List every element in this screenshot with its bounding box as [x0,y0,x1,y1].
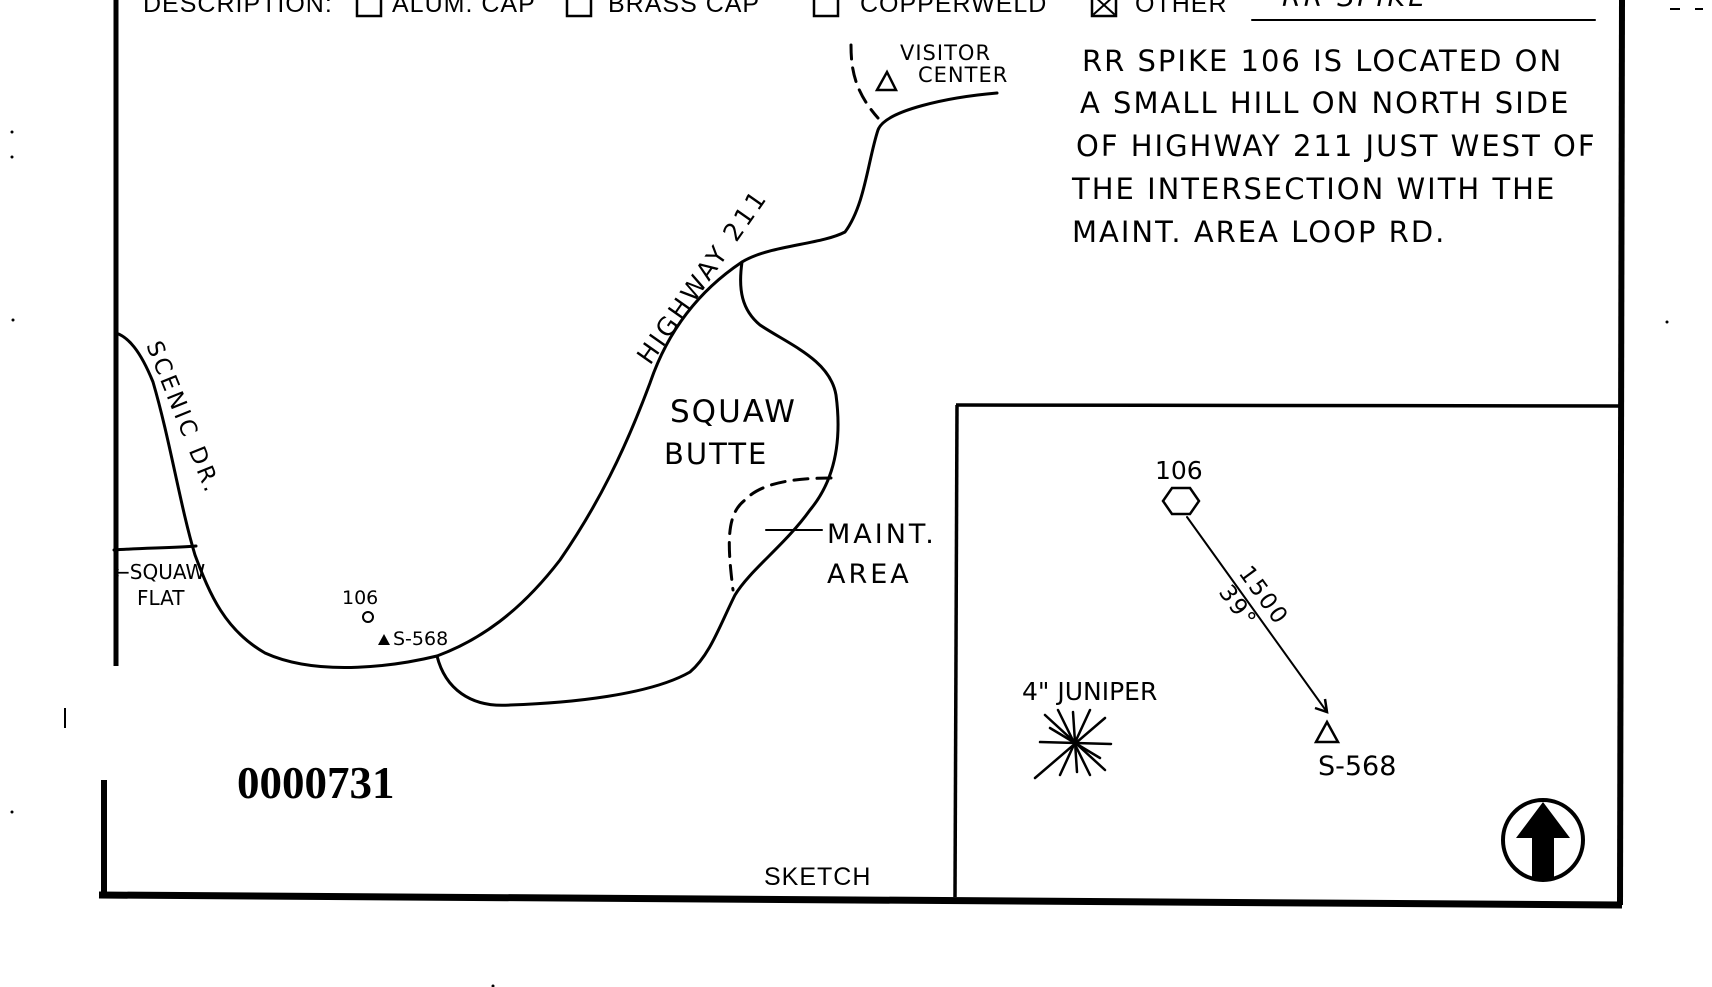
visitor-center-label-1: VISITOR [900,41,991,65]
checkbox-brass-cap[interactable] [565,0,593,18]
road-network [112,43,999,707]
inset-point-s568-marker [1313,719,1341,744]
squaw-butte-label-2: BUTTE [664,437,768,471]
sketch-label: SKETCH [764,863,871,891]
option-brass-cap-label: BRASS CAP [608,0,760,18]
scan-artifacts [10,8,1703,987]
maint-area-loop-road [435,260,840,707]
note-line-5: MAINT. AREA LOOP RD. [1072,215,1446,249]
maint-area-dashed-road [727,476,833,592]
squaw-flat-road [112,544,198,552]
inset-point-s568-label: S-568 [1318,751,1396,782]
map-point-s568-marker [378,634,390,645]
maint-area-label-2: AREA [827,559,912,590]
checkbox-copperweld[interactable] [812,0,840,18]
north-arrow-icon [1501,798,1585,882]
juniper-label: 4" JUNIPER [1022,677,1157,706]
visitor-center-label-2: CENTER [918,63,1008,87]
checkbox-alum-cap[interactable] [355,0,383,18]
note-line-3: OF HIGHWAY 211 JUST WEST OF [1076,129,1597,163]
inset-point-106-marker [1161,486,1201,516]
visitor-center-icon [874,69,899,92]
squaw-flat-label-2: FLAT [137,586,185,610]
description-row: DESCRIPTION: ALUM. CAP BRASS CAP COPPERW… [143,0,1596,21]
other-value: RR SPIKE [1282,0,1428,13]
note-line-1: RR SPIKE 106 IS LOCATED ON [1082,44,1563,78]
record-number: 0000731 [237,758,395,808]
maint-area-label-1: MAINT. [827,519,937,550]
option-alum-cap-label: ALUM. CAP [392,0,536,18]
squaw-butte-label-1: SQUAW [670,394,797,430]
juniper-tree-icon [1033,708,1113,780]
scenic-drive-label: SCENIC DR. [140,338,225,499]
description-label: DESCRIPTION: [143,0,333,18]
visitor-center-spur [849,43,880,120]
inset-point-106-label: 106 [1155,456,1203,485]
inset-bearing-arrowhead [1314,698,1329,714]
squaw-flat-label-1: ←SQUAW [113,560,205,584]
option-copperweld-label: COPPERWELD [860,0,1047,18]
option-other-label: OTHER [1135,0,1228,18]
map-point-106-marker [362,611,374,623]
note-line-2: A SMALL HILL ON NORTH SIDE [1080,86,1570,120]
highway-211-label: HIGHWAY 211 [631,183,773,369]
note-line-4: THE INTERSECTION WITH THE [1071,172,1556,206]
map-point-106-label: 106 [342,587,378,609]
map-point-s568-label: S-568 [393,628,448,650]
checkbox-other[interactable] [1090,0,1118,18]
inset-bearing-line [1186,516,1328,713]
location-notes: RR SPIKE 106 IS LOCATED ON A SMALL HILL … [1071,44,1597,249]
inset-detail: 106 1500 39° S-568 4" JUNIPER [1022,456,1585,882]
highway-211-road [114,91,999,670]
